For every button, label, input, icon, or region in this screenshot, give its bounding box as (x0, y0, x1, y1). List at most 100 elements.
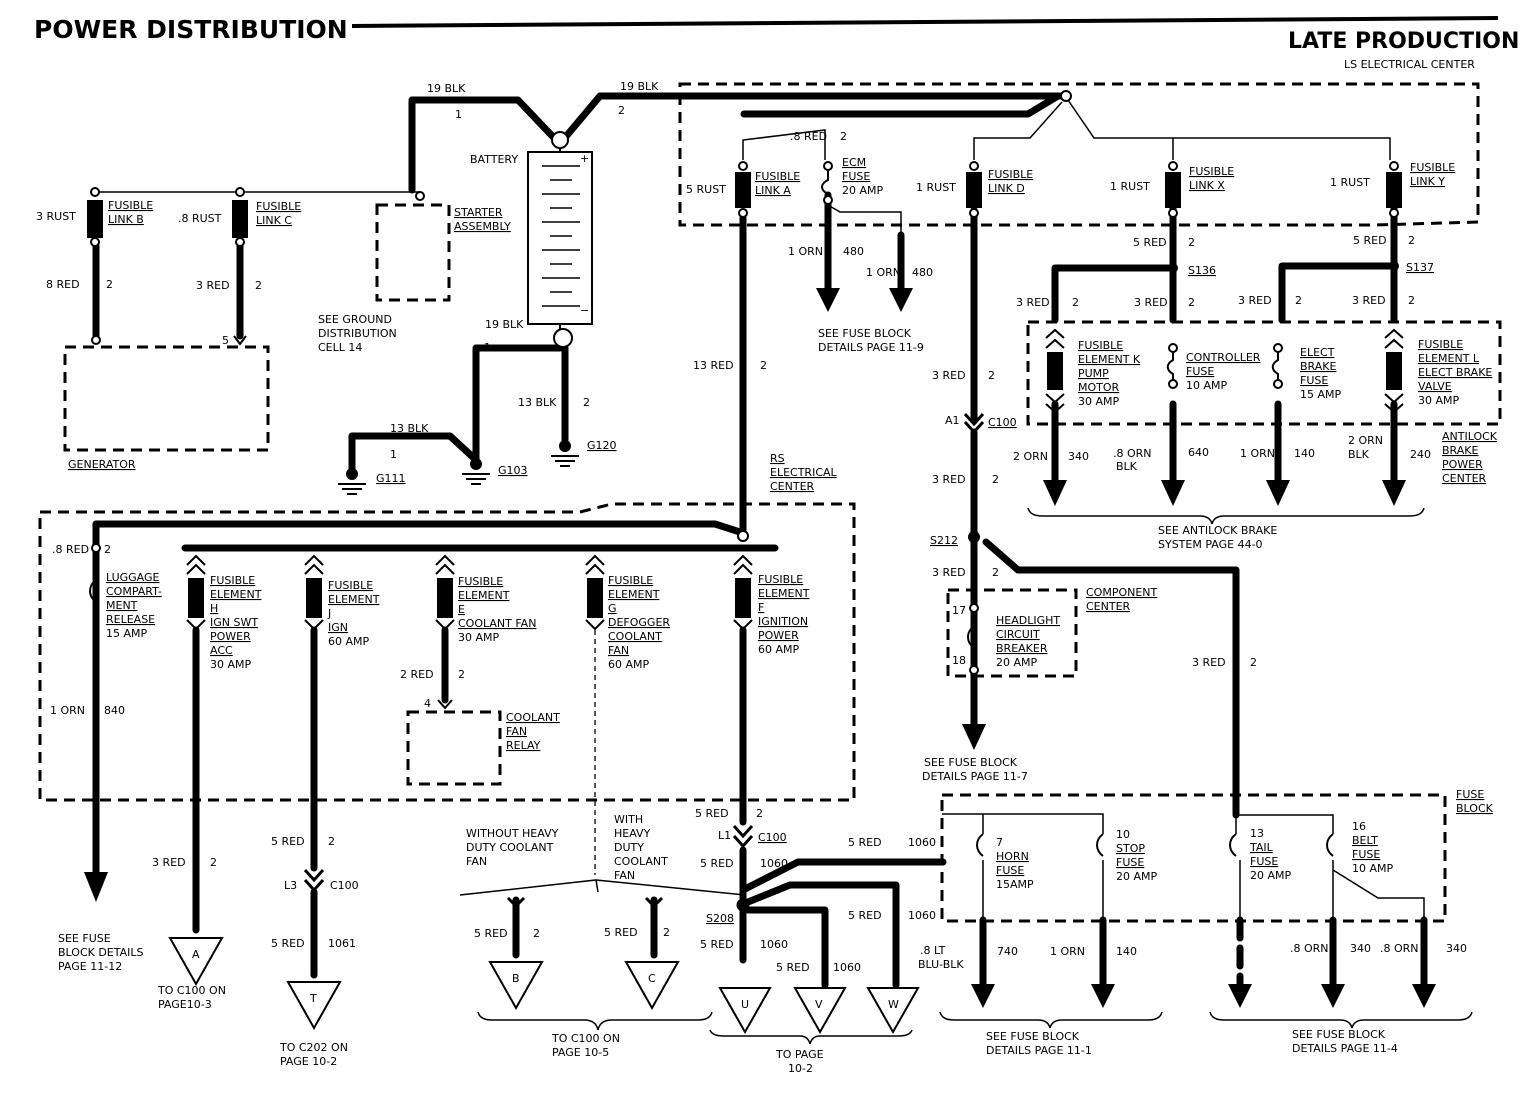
svg-text:FUSIBLE: FUSIBLE (988, 168, 1033, 181)
svg-text:13 BLK: 13 BLK (518, 396, 557, 409)
svg-text:POWER: POWER (758, 629, 799, 642)
svg-text:2 ORN: 2 ORN (1013, 450, 1048, 463)
ls-electrical-center-box (678, 82, 1480, 227)
svg-text:5 RED: 5 RED (695, 807, 729, 820)
svg-text:2: 2 (618, 104, 625, 117)
svg-text:FUSIBLE: FUSIBLE (328, 579, 373, 592)
connector-icons (303, 412, 985, 912)
svg-text:FUSIBLE: FUSIBLE (1189, 165, 1234, 178)
svg-text:140: 140 (1116, 945, 1137, 958)
svg-text:PAGE 11-12: PAGE 11-12 (58, 960, 122, 973)
svg-text:5 RED: 5 RED (776, 961, 810, 974)
svg-text:5 RED: 5 RED (848, 909, 882, 922)
svg-text:1 RUST: 1 RUST (1110, 180, 1150, 193)
svg-text:WITH: WITH (614, 813, 643, 826)
headlight-breaker-icon (967, 531, 980, 675)
svg-text:POWER: POWER (1442, 458, 1483, 471)
svg-text:2: 2 (106, 278, 113, 291)
svg-text:2: 2 (1188, 236, 1195, 249)
svg-text:340: 340 (1350, 942, 1371, 955)
svg-text:SEE FUSE BLOCK: SEE FUSE BLOCK (924, 756, 1018, 769)
svg-text:3 RED: 3 RED (1192, 656, 1226, 669)
svg-text:4: 4 (424, 697, 431, 710)
svg-text:ELECT BRAKE: ELECT BRAKE (1418, 366, 1492, 379)
svg-text:5 RED: 5 RED (271, 937, 305, 950)
svg-text:FAN: FAN (614, 869, 635, 882)
svg-text:LINK A: LINK A (755, 184, 791, 197)
terminal-u: U (741, 998, 749, 1011)
svg-text:5 RED: 5 RED (848, 836, 882, 849)
svg-text:L3: L3 (284, 879, 297, 892)
svg-text:FUSE: FUSE (1300, 374, 1328, 387)
svg-text:BREAKER: BREAKER (996, 642, 1048, 655)
rs-fusible-elements (89, 543, 753, 710)
svg-text:LINK X: LINK X (1189, 179, 1225, 192)
bracket-lines (477, 507, 1473, 1045)
svg-text:1 ORN: 1 ORN (1050, 945, 1085, 958)
svg-text:30 AMP: 30 AMP (210, 658, 252, 671)
svg-text:2: 2 (1072, 296, 1079, 309)
svg-text:S136: S136 (1188, 264, 1216, 277)
svg-text:2: 2 (760, 359, 767, 372)
svg-text:ELEMENT: ELEMENT (328, 593, 380, 606)
svg-text:G: G (608, 602, 617, 615)
svg-text:.8 ORN: .8 ORN (1380, 942, 1419, 955)
component-labels: BATTERY STARTER ASSEMBLY SEE GROUND DIST… (58, 153, 1498, 1075)
svg-text:3 RUST: 3 RUST (36, 210, 76, 223)
fuse-block-box (940, 793, 1447, 923)
svg-text:FUSIBLE: FUSIBLE (1410, 161, 1455, 174)
svg-text:2: 2 (1250, 656, 1257, 669)
svg-text:CENTER: CENTER (1442, 472, 1487, 485)
svg-text:.8 LT: .8 LT (920, 944, 946, 957)
svg-text:FUSIBLE: FUSIBLE (608, 574, 653, 587)
svg-text:RELEASE: RELEASE (106, 613, 155, 626)
svg-text:1 RUST: 1 RUST (1330, 176, 1370, 189)
svg-text:SEE FUSE BLOCK: SEE FUSE BLOCK (986, 1030, 1080, 1043)
svg-text:2: 2 (210, 856, 217, 869)
svg-text:DUTY COOLANT: DUTY COOLANT (466, 841, 554, 854)
terminal-t: T (309, 992, 317, 1005)
svg-text:COMPONENT: COMPONENT (1086, 586, 1158, 599)
svg-text:MENT: MENT (106, 599, 138, 612)
svg-text:FUSIBLE: FUSIBLE (755, 170, 800, 183)
coolant-fan-relay-box (406, 710, 502, 786)
svg-text:FAN: FAN (506, 725, 527, 738)
svg-text:2 RED: 2 RED (400, 668, 434, 681)
svg-text:140: 140 (1294, 447, 1315, 460)
svg-text:8 RED: 8 RED (46, 278, 80, 291)
svg-text:TO C100 ON: TO C100 ON (157, 984, 226, 997)
svg-text:HEAVY: HEAVY (614, 827, 651, 840)
svg-text:RELAY: RELAY (506, 739, 541, 752)
svg-text:−: − (580, 304, 589, 317)
svg-text:2 ORN: 2 ORN (1348, 434, 1383, 447)
svg-text:VALVE: VALVE (1418, 380, 1452, 393)
svg-text:ELECTRICAL: ELECTRICAL (770, 466, 838, 479)
svg-text:BATTERY: BATTERY (470, 153, 518, 166)
svg-text:.8 RED: .8 RED (52, 543, 89, 556)
svg-text:BLK: BLK (1116, 460, 1138, 473)
svg-text:1 RUST: 1 RUST (916, 181, 956, 194)
svg-text:2: 2 (1408, 234, 1415, 247)
svg-text:DETAILS PAGE 11-9: DETAILS PAGE 11-9 (818, 341, 924, 354)
svg-text:15 AMP: 15 AMP (106, 627, 148, 640)
svg-text:WITHOUT HEAVY: WITHOUT HEAVY (466, 827, 559, 840)
svg-text:.8 RUST: .8 RUST (178, 212, 222, 225)
svg-text:FUSE: FUSE (1186, 365, 1214, 378)
svg-text:IGN: IGN (328, 621, 348, 634)
svg-text:1: 1 (455, 108, 462, 121)
svg-text:FUSE: FUSE (1116, 856, 1144, 869)
svg-text:COOLANT: COOLANT (608, 630, 662, 643)
svg-text:740: 740 (997, 945, 1018, 958)
svg-text:1060: 1060 (908, 836, 936, 849)
svg-text:COMPART-: COMPART- (106, 585, 162, 598)
svg-text:2: 2 (533, 927, 540, 940)
svg-text:DEFOGGER: DEFOGGER (608, 616, 670, 629)
svg-text:1 ORN: 1 ORN (50, 704, 85, 717)
svg-text:TO PAGE: TO PAGE (775, 1048, 824, 1061)
svg-text:GENERATOR: GENERATOR (68, 458, 136, 471)
ls-center-label: LS ELECTRICAL CENTER (1344, 58, 1475, 71)
svg-text:ELEMENT: ELEMENT (210, 588, 262, 601)
svg-text:COOLANT: COOLANT (506, 711, 560, 724)
svg-text:ELECT: ELECT (1300, 346, 1335, 359)
svg-text:CONTROLLER: CONTROLLER (1186, 351, 1261, 364)
